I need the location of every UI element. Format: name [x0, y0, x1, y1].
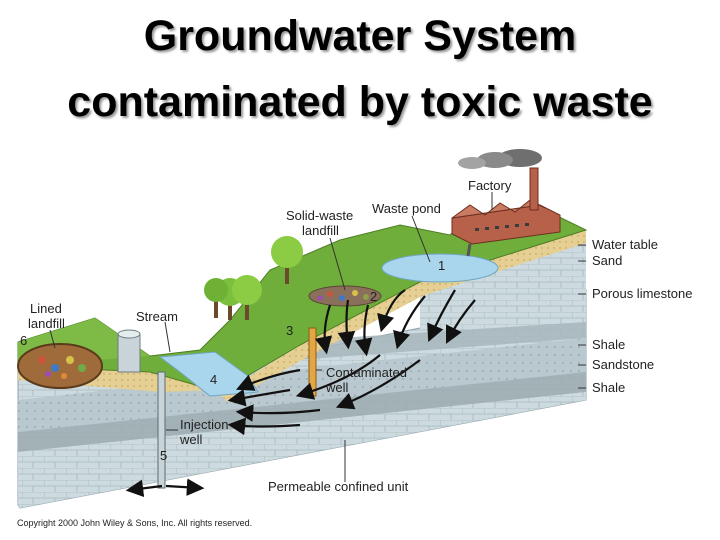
title-line-2: contaminated by toxic waste [67, 78, 653, 126]
stream [158, 351, 259, 397]
label-waste-pond: Waste pond [372, 201, 441, 216]
label-contaminated-well-2: well [325, 380, 349, 395]
label-permeable-confined-unit: Permeable confined unit [268, 479, 409, 494]
sand-layer [220, 230, 586, 402]
label-porous-limestone: Porous limestone [592, 286, 692, 301]
tree-cluster [204, 236, 303, 320]
label-shale-lower: Shale [592, 380, 625, 395]
label-injection-well-1: Injection [180, 417, 228, 432]
storage-tank [117, 329, 141, 373]
discharge-pipe [466, 243, 472, 257]
label-lined-landfill-1: Lined [30, 301, 62, 316]
label-lined-landfill-2: landfill [28, 316, 65, 331]
lined-landfill-debris [38, 356, 86, 379]
label-sand: Sand [592, 253, 622, 268]
number-6: 6 [20, 333, 27, 348]
factory [451, 167, 561, 245]
number-1: 1 [438, 258, 445, 273]
label-injection-well-2: well [179, 432, 203, 447]
label-solid-waste-2: landfill [302, 223, 339, 238]
waste-pond [381, 253, 499, 283]
label-stream: Stream [136, 309, 178, 324]
label-contaminated-well-1: Contaminated [326, 365, 407, 380]
landfill-debris [317, 290, 369, 301]
contaminated-well [308, 327, 317, 397]
number-5: 5 [160, 448, 167, 463]
label-water-table: Water table [592, 237, 658, 252]
label-factory: Factory [468, 178, 512, 193]
flow-arrows [125, 289, 476, 498]
solid-waste-landfill [308, 285, 382, 307]
label-solid-waste-1: Solid-waste [286, 208, 353, 223]
number-3: 3 [286, 323, 293, 338]
label-sandstone: Sandstone [592, 357, 654, 372]
lined-landfill [17, 343, 103, 389]
copyright-notice: Copyright 2000 John Wiley & Sons, Inc. A… [17, 518, 253, 528]
leader-lines [49, 192, 586, 482]
injection-well [157, 371, 166, 489]
title-line-1: Groundwater System [143, 12, 577, 60]
number-2: 2 [370, 289, 377, 304]
number-4: 4 [210, 372, 217, 387]
smoke-plume [458, 149, 542, 169]
label-shale-upper: Shale [592, 337, 625, 352]
